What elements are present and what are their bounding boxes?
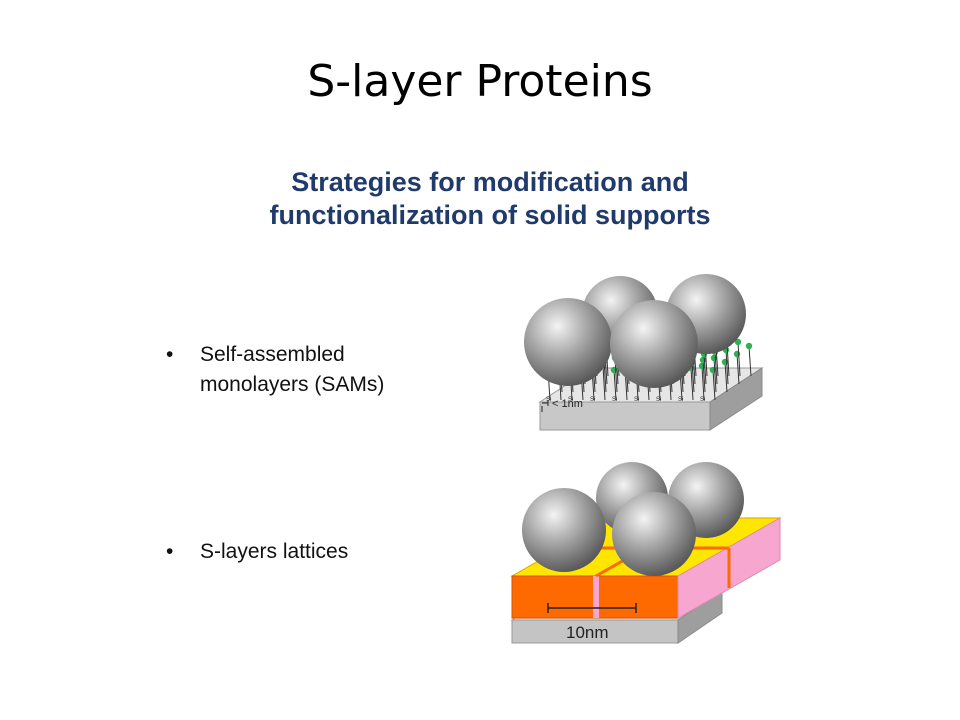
sam-molecule-chain <box>691 361 695 393</box>
sam-molecule-chain <box>748 345 752 377</box>
sam-molecule-chain <box>736 353 740 385</box>
sam-substrate-side <box>709 367 763 431</box>
bullet-sams: • Self-assembled monolayers (SAMs) <box>166 340 466 402</box>
bullet-slayers-line-1: S-layers lattices <box>200 540 349 563</box>
sam-molecule-chain <box>702 359 706 393</box>
sphere <box>612 492 696 576</box>
sam-surface-atom-label: Si <box>590 397 595 403</box>
sam-molecule-headgroup <box>745 342 753 350</box>
slayer-scale-label: 10nm <box>566 623 609 642</box>
bullet-sams-line-2: monolayers (SAMs) <box>200 373 385 396</box>
bullet-marker: • <box>166 343 174 366</box>
sphere <box>522 488 606 572</box>
sphere <box>524 298 612 386</box>
sam-scale-label: < 1nm <box>552 398 583 410</box>
figure-heading-line-1: Strategies for modification and <box>291 167 689 197</box>
sam-surface-atom-label: Si <box>612 397 617 403</box>
sam-molecule-chain <box>714 351 718 385</box>
sam-molecule-chain <box>724 361 728 393</box>
sam-molecule-chain <box>725 349 729 385</box>
figure-heading-line-2: functionalization of solid supports <box>269 200 711 230</box>
sam-molecule-headgroup <box>734 338 742 346</box>
bullet-sams-line-1: Self-assembled <box>200 343 345 366</box>
bullet-marker: • <box>166 540 174 563</box>
figure-heading: Strategies for modification and function… <box>200 166 780 232</box>
sam-molecule-headgroup <box>699 356 707 364</box>
sam-molecule-chain <box>690 367 694 401</box>
sam-molecule-chain <box>613 369 617 401</box>
slayer-illustration: 10nm <box>510 462 782 644</box>
sam-surface-atom-label: Si <box>678 397 683 403</box>
sphere <box>610 300 698 388</box>
sam-molecule-chain <box>602 365 606 401</box>
bullet-sams-text: Self-assembled monolayers (SAMs) <box>200 340 384 400</box>
bullet-slayers-text: S-layers lattices <box>200 537 348 567</box>
sam-molecule-chain <box>737 341 741 377</box>
sam-molecule-chain <box>726 343 730 377</box>
sam-scale-bar <box>541 400 549 412</box>
sam-surface-atom-label: Si <box>700 397 705 403</box>
slide-title: S-layer Proteins <box>307 56 653 107</box>
sam-molecule-chain <box>701 365 705 401</box>
bullet-slayers: • S-layers lattices <box>166 537 466 569</box>
sam-molecule-chain <box>713 357 717 393</box>
sam-surface-atom-label: Si <box>568 397 573 403</box>
sam-surface-atom-label: Si <box>656 397 661 403</box>
slayer-scale-bar <box>547 603 637 613</box>
sam-surface-atom-label: Si <box>634 397 639 403</box>
sam-illustration: Si Si Si Si Si Si Si Si < 1nm <box>524 274 764 431</box>
sam-surface-atom-label: Si <box>546 397 551 403</box>
sam-molecule-chain <box>703 353 707 385</box>
sam-molecule-chain <box>712 369 716 401</box>
